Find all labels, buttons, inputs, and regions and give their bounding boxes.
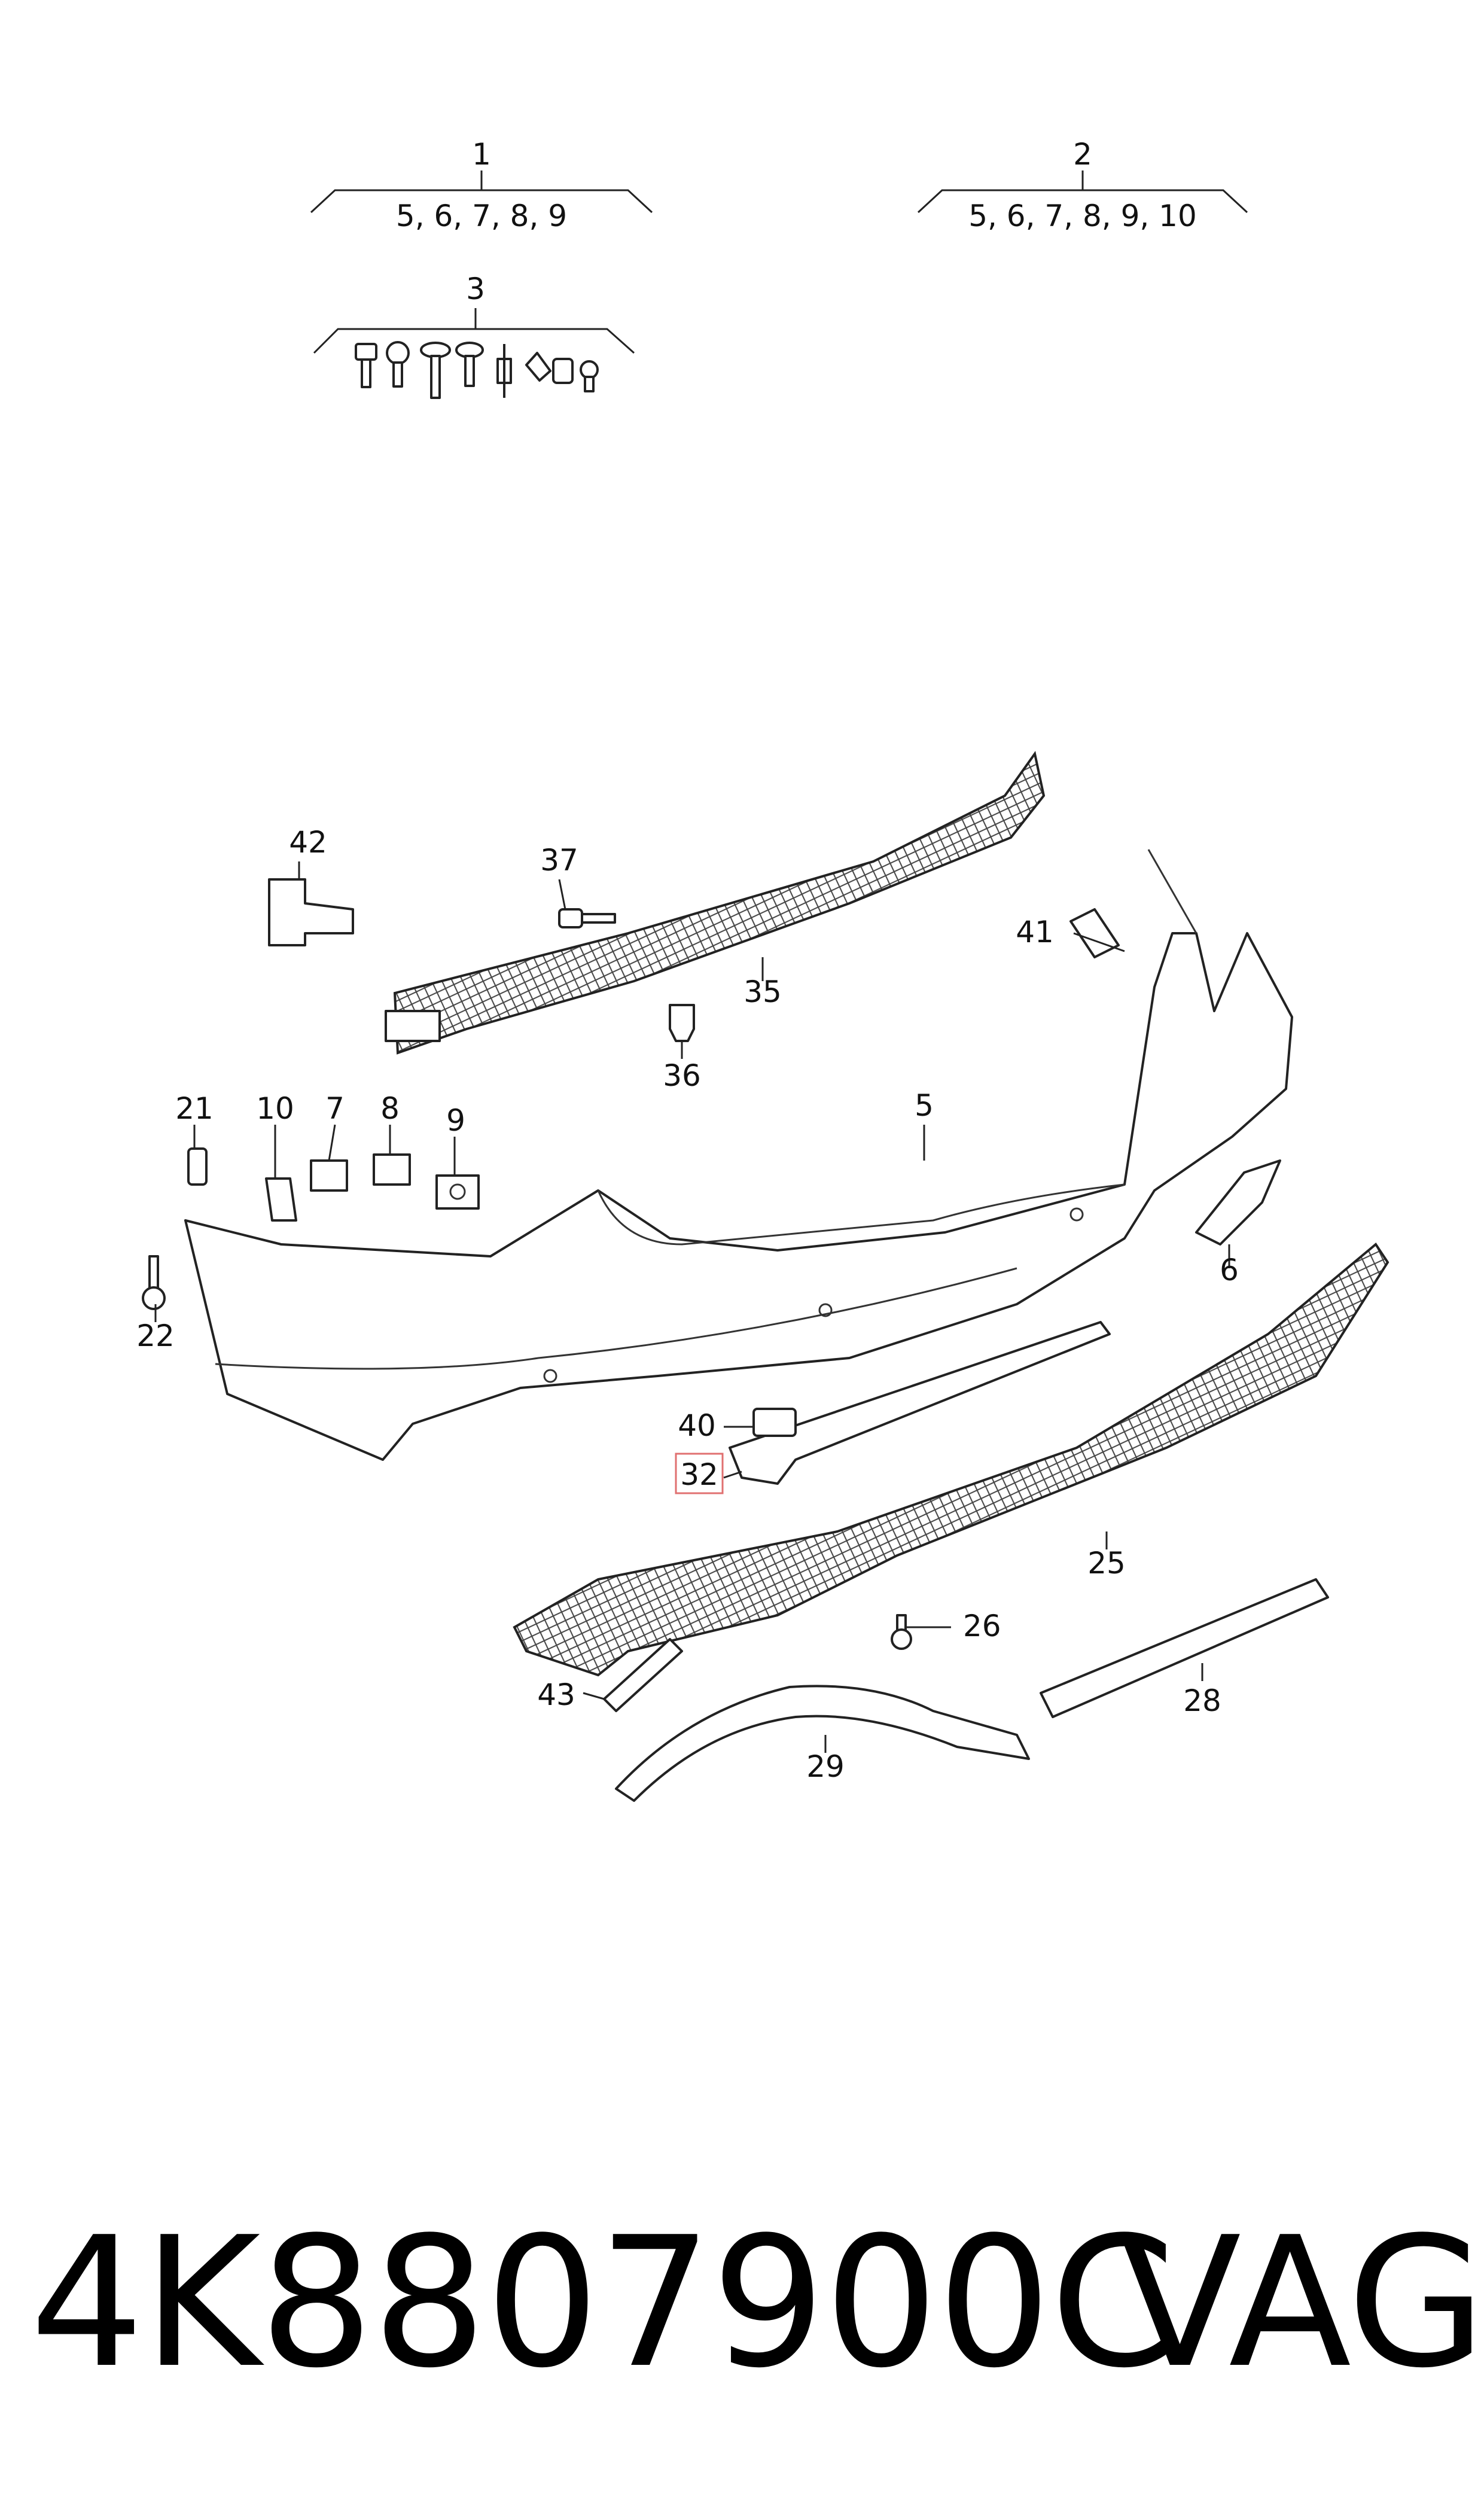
callout-26: 26 [963, 1609, 1001, 1643]
bumper-cover-5 [184, 849, 1293, 1461]
fastener-set-icon [355, 341, 599, 399]
reflector-6 [1195, 1159, 1281, 1246]
trim-29 [615, 1685, 1030, 1802]
callout-7: 7 [325, 1091, 345, 1126]
callout-32: 32 [680, 1457, 718, 1492]
callout-9: 9 [446, 1103, 465, 1138]
trim-28 [1040, 1578, 1329, 1718]
highlight-box-32 [675, 1453, 724, 1494]
callout-21: 21 [175, 1091, 214, 1126]
clip-41 [1069, 908, 1120, 958]
cover-8 [373, 1153, 411, 1186]
callout-1-sub: 5, 6, 7, 8, 9 [396, 199, 567, 233]
callout-41: 41 [1016, 915, 1054, 949]
callout-8: 8 [380, 1091, 400, 1126]
clip-40 [752, 1408, 797, 1437]
callout-40: 40 [678, 1408, 716, 1443]
callout-22: 22 [136, 1319, 175, 1353]
callout-28: 28 [1183, 1683, 1221, 1718]
callout-labels: 1 5, 6, 7, 8, 9 2 5, 6, 7, 8, 9, 10 3 42… [136, 137, 1239, 1784]
kit-bracket-3 [313, 308, 635, 354]
callout-36: 36 [663, 1058, 701, 1093]
screw-26 [891, 1614, 912, 1650]
callout-37: 37 [540, 843, 578, 878]
clip-36 [669, 1004, 695, 1042]
bracket-42 [268, 878, 354, 946]
brand-name: VAG [1119, 2199, 1484, 2407]
impact-absorber-35 [385, 751, 1046, 1055]
screw-22 [142, 1255, 166, 1310]
callout-6: 6 [1220, 1253, 1239, 1287]
callout-35: 35 [743, 975, 782, 1009]
callout-2: 2 [1073, 137, 1092, 172]
kit-bracket-2 [917, 170, 1248, 214]
bracket-10 [265, 1177, 297, 1222]
part-number: 4K8807900C [30, 2199, 1175, 2407]
trim-43 [603, 1638, 683, 1712]
bolt-21 [187, 1147, 208, 1186]
kit-bracket-1 [310, 170, 653, 214]
callout-42: 42 [289, 825, 327, 860]
callout-25: 25 [1087, 1546, 1126, 1581]
callout-1: 1 [472, 137, 491, 172]
callout-3: 3 [466, 272, 485, 306]
sensor-holder-9 [435, 1174, 480, 1210]
trim-strip-32 [729, 1321, 1111, 1485]
diffuser-25 [513, 1243, 1389, 1677]
insert-7 [310, 1159, 348, 1192]
callout-43: 43 [537, 1677, 575, 1712]
bolt-37 [558, 908, 616, 928]
leader-lines [154, 861, 1230, 1753]
callout-10: 10 [256, 1091, 294, 1126]
callout-5: 5 [915, 1088, 934, 1123]
callout-2-sub: 5, 6, 7, 8, 9, 10 [968, 199, 1197, 233]
callout-29: 29 [806, 1749, 845, 1784]
